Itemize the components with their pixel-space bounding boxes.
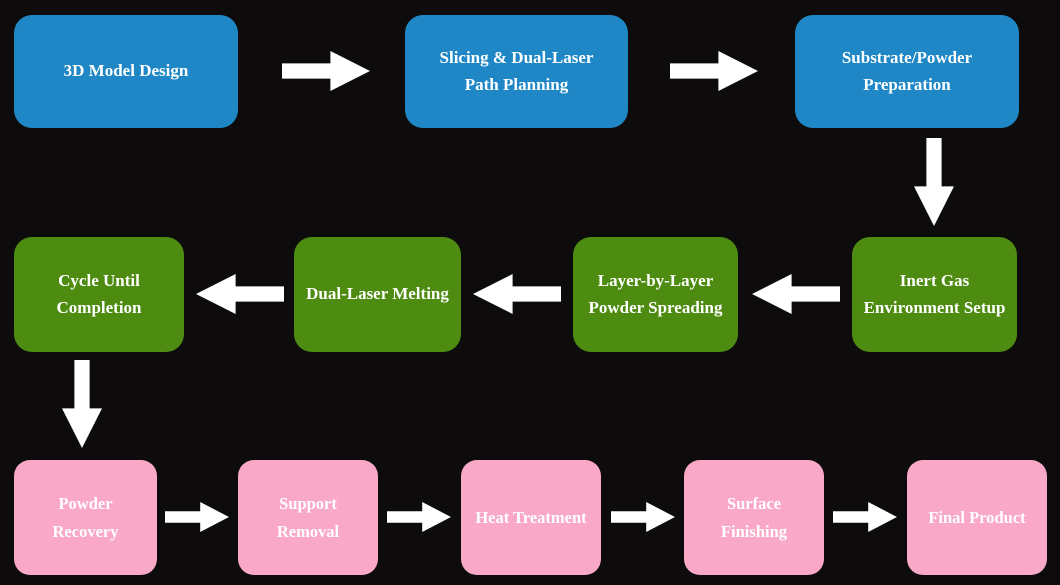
node-label: Surface Finishing xyxy=(720,494,788,541)
node-3d-model-design: 3D Model Design xyxy=(14,15,238,128)
node-slicing-dual-laser-path-planning: Slicing & Dual-Laser Path Planning xyxy=(405,15,628,128)
node-final-product: Final Product xyxy=(907,460,1047,575)
node-label: Layer-by-Layer Powder Spreading xyxy=(588,271,723,317)
node-cycle-until-completion: Cycle Until Completion xyxy=(14,237,184,352)
node-surface-finishing: Surface Finishing xyxy=(684,460,824,575)
node-label: Dual-Laser Melting xyxy=(306,284,449,304)
node-support-removal: Support Removal xyxy=(238,460,378,575)
arrow-right-icon xyxy=(833,502,897,532)
node-label: Final Product xyxy=(928,507,1026,527)
arrow-left-icon xyxy=(473,274,561,314)
node-label: Heat Treatment xyxy=(475,507,587,527)
arrow-right-icon xyxy=(282,51,370,91)
node-heat-treatment: Heat Treatment xyxy=(461,460,601,575)
node-label: Slicing & Dual-Laser Path Planning xyxy=(439,48,594,94)
arrow-right-icon xyxy=(611,502,675,532)
node-label: Cycle Until Completion xyxy=(56,271,142,317)
arrow-right-icon xyxy=(165,502,229,532)
node-label: Inert Gas Environment Setup xyxy=(863,271,1006,317)
node-label: Substrate/Powder Preparation xyxy=(841,48,973,94)
node-powder-recovery: Powder Recovery xyxy=(14,460,157,575)
node-substrate-powder-preparation: Substrate/Powder Preparation xyxy=(795,15,1019,128)
node-dual-laser-melting: Dual-Laser Melting xyxy=(294,237,461,352)
node-label: Powder Recovery xyxy=(52,494,119,541)
node-label: Support Removal xyxy=(276,494,340,541)
node-inert-gas-environment-setup: Inert Gas Environment Setup xyxy=(852,237,1017,352)
arrow-right-icon xyxy=(387,502,451,532)
node-layer-by-layer-powder-spreading: Layer-by-Layer Powder Spreading xyxy=(573,237,738,352)
arrow-right-icon xyxy=(670,51,758,91)
arrow-down-icon xyxy=(914,138,954,226)
node-label: 3D Model Design xyxy=(63,61,189,81)
arrow-down-icon xyxy=(62,360,102,448)
arrow-left-icon xyxy=(196,274,284,314)
arrow-left-icon xyxy=(752,274,840,314)
